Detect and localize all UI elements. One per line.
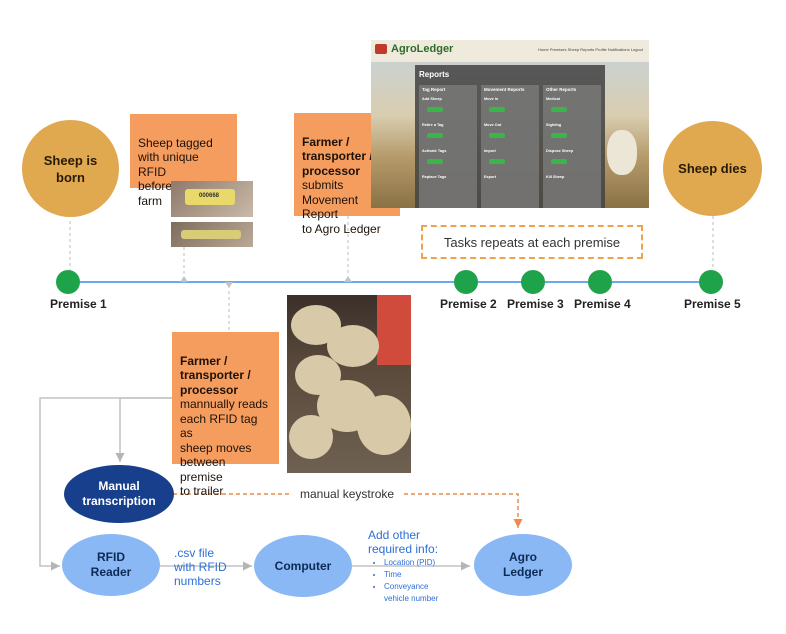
app-item: Retire a Tag — [422, 123, 444, 127]
app-item: Sighting — [546, 123, 562, 127]
connector-keystroke — [173, 493, 523, 528]
app-item-button — [489, 107, 505, 112]
event-sheep-born-label: Sheep is born — [43, 152, 98, 185]
app-reports-panel: Reports Tag Report Add Sheep Retire a Ta… — [415, 65, 605, 208]
other-info-list: Location (PID) Time Conveyance vehicle n… — [372, 557, 438, 605]
app-logo: AgroLedger — [391, 43, 454, 55]
other-info-item: Location (PID) — [384, 557, 438, 569]
agro-ledger-node: Agro Ledger — [474, 534, 572, 596]
app-item: Activate Tags — [422, 149, 447, 153]
app-item: Import — [484, 149, 496, 153]
rfid-tag-photo-2 — [171, 222, 253, 247]
app-item-button — [489, 133, 505, 138]
app-topbar: AgroLedger Home Premises Sheep Reports P… — [371, 40, 649, 62]
rfid-tag-body — [185, 189, 235, 205]
app-col-other: Other Reports Medical Sighting Dispose S… — [543, 85, 601, 208]
csv-label: .csv file with RFID numbers — [174, 546, 227, 588]
app-col-heading: Other Reports — [546, 87, 577, 92]
app-col-heading: Movement Reports — [484, 87, 525, 92]
sheep-trailer-photo — [287, 295, 411, 473]
other-info-item: Time — [384, 569, 438, 581]
app-item: Move Out — [484, 123, 502, 127]
movement-note-action: submits Movement Report to Agro Ledger — [302, 178, 381, 236]
manual-transcription-label: Manual transcription — [82, 479, 156, 508]
premise-1-node — [56, 270, 80, 294]
rfid-tag-body-side — [181, 230, 241, 239]
app-item-button — [427, 159, 443, 164]
app-col-movement: Movement Reports Move In Move Out Import… — [481, 85, 539, 208]
sheep-shape — [357, 395, 411, 455]
app-sheep-image — [607, 130, 637, 175]
keystroke-label: manual keystroke — [292, 487, 403, 501]
app-item: Export — [484, 175, 497, 179]
app-item-button — [489, 159, 505, 164]
app-item-button — [427, 107, 443, 112]
premise-3-node — [521, 270, 545, 294]
app-item-button — [551, 133, 567, 138]
connector-to-transcription — [115, 397, 172, 462]
app-reports-title: Reports — [419, 70, 450, 79]
app-item-button — [427, 133, 443, 138]
computer-label: Computer — [274, 558, 332, 573]
manual-note-role: Farmer / transporter / processor — [180, 353, 251, 397]
agro-ledger-label: Agro Ledger — [502, 550, 543, 579]
tick-arrow-movement — [344, 276, 352, 282]
app-col-tag: Tag Report Add Sheep Retire a Tag Activa… — [419, 85, 477, 208]
app-item: Dispose Sheep — [546, 149, 574, 153]
trailer-door — [377, 295, 411, 365]
rfid-tag-photo-1: 000668 — [171, 181, 253, 217]
sheep-shape — [327, 325, 379, 367]
premise-5-node — [699, 270, 723, 294]
premise-2-label: Premise 2 — [440, 297, 497, 311]
event-sheep-born: Sheep is born — [22, 120, 119, 217]
computer-node: Computer — [254, 535, 352, 597]
rfid-reader-label: RFID Reader — [90, 550, 132, 579]
repeat-note: Tasks repeats at each premise — [421, 225, 643, 259]
premise-4-node — [588, 270, 612, 294]
app-nav: Home Premises Sheep Reports Profile Noti… — [538, 47, 643, 52]
premise-2-node — [454, 270, 478, 294]
app-item: Kill Sheep — [546, 175, 565, 179]
repeat-note-text: Tasks repeats at each premise — [443, 234, 621, 250]
tag-note: Sheep tagged with unique RFID before lea… — [130, 114, 237, 208]
connector-to-reader — [39, 397, 172, 571]
tick-arrow-tag — [180, 276, 188, 282]
app-item-button — [551, 107, 567, 112]
app-item: Replace Tags — [422, 175, 447, 179]
tick-arrow-manual — [225, 282, 233, 288]
manual-read-note: Farmer / transporter / processor mannual… — [172, 332, 279, 498]
premise-4-label: Premise 4 — [574, 297, 631, 311]
app-logo-icon — [375, 44, 387, 54]
premise-1-label: Premise 1 — [50, 297, 107, 311]
rfid-tag-number: 000668 — [199, 193, 220, 199]
movement-note-role: Farmer / transporter / processor — [302, 134, 373, 178]
other-info-item: Conveyance vehicle number — [384, 581, 438, 605]
manual-transcription-node: Manual transcription — [64, 465, 174, 523]
app-item: Move In — [484, 97, 499, 101]
event-sheep-dies-label: Sheep dies — [678, 161, 747, 176]
app-col-heading: Tag Report — [422, 87, 446, 92]
rfid-reader-node: RFID Reader — [62, 534, 160, 596]
app-item: Add Sheep — [422, 97, 442, 101]
sheep-shape — [289, 415, 333, 459]
app-item-button — [551, 159, 567, 164]
agro-ledger-screenshot: AgroLedger Home Premises Sheep Reports P… — [371, 40, 649, 208]
premise-3-label: Premise 3 — [507, 297, 564, 311]
app-item: Medical — [546, 97, 560, 101]
other-info-title: Add other required info: — [368, 528, 439, 556]
manual-note-action: mannually reads each RFID tag as sheep m… — [180, 397, 269, 498]
event-sheep-dies: Sheep dies — [663, 121, 762, 216]
premise-5-label: Premise 5 — [684, 297, 741, 311]
